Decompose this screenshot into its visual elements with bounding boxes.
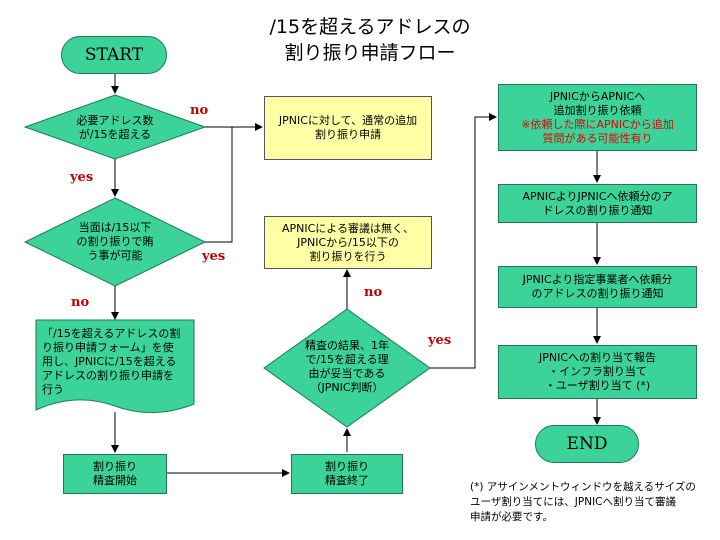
label-yes-2: yes xyxy=(202,249,226,264)
form-line-3: 用し、JPNICに/15を超える xyxy=(42,355,177,368)
decision-3-line-3: 由が妥当である xyxy=(308,367,386,380)
normal-request-line-1: JPNICに対して、通常の追加 xyxy=(278,114,418,127)
jpnic-notify-line-1: JPNICより指定事業者へ依頼分 xyxy=(522,273,673,286)
review-start-box: 割り振り 精査開始 xyxy=(63,454,167,494)
label-no-1: no xyxy=(190,103,209,118)
decision-1-line-1: 必要アドレス数 xyxy=(76,114,154,127)
report-line-3: ・ユーザ割り当て (*) xyxy=(544,379,651,392)
apnic-request-warning-1: ※依頼した際にAPNICから追加 xyxy=(521,117,674,131)
footnote-line-1: (*) アサインメントウィンドウを越えるサイズの xyxy=(470,481,696,493)
title-line-2: 割り振り申請フロー xyxy=(284,42,456,64)
apnic-no-review-box: APNICによる審議は無く、 JPNICから/15以下の 割り振りを行う xyxy=(264,216,432,269)
apnic-no-review-line-2: JPNICから/15以下の xyxy=(297,235,399,249)
decision-diamond-3 xyxy=(263,308,431,428)
footnote: (*) アサインメントウィンドウを越えるサイズの ユーザ割り当てには、JPNIC… xyxy=(470,480,715,525)
review-end-line-2: 精査終了 xyxy=(325,474,369,487)
title-line-1: /15を超えるアドレスの xyxy=(269,16,471,38)
report-line-2: ・インフラ割り当て xyxy=(548,365,647,378)
form-document-shape xyxy=(35,319,195,413)
label-yes-1: yes xyxy=(70,170,94,185)
decision-2-text: 当面は/15以下 の割り振りで賄 う事が可能 xyxy=(50,220,180,264)
apnic-notify-box: APNICよりJPNICへ依頼分のア ドレスの割り振り通知 xyxy=(498,184,697,223)
page-title: /15を超えるアドレスの 割り振り申請フロー xyxy=(200,14,540,66)
decision-3-line-2: で/15を超える理 xyxy=(305,353,389,366)
normal-request-line-2: 割り振り申請 xyxy=(315,128,381,141)
footnote-line-2: ユーザ割り当てには、JPNICへ割り当て審議 xyxy=(470,496,677,508)
apnic-no-review-line-3: 割り振りを行う xyxy=(309,249,387,263)
apnic-request-line-2: 追加割り振り依頼 xyxy=(553,103,642,117)
form-line-2: り振り申請フォーム」を使 xyxy=(42,341,174,354)
review-start-line-1: 割り振り xyxy=(93,460,137,473)
footnote-line-3: 申請が必要です。 xyxy=(470,511,553,523)
apnic-request-box: JPNICからAPNICへ 追加割り振り依頼 ※依頼した際にAPNICから追加 … xyxy=(498,84,697,151)
start-node: START xyxy=(61,36,167,74)
form-line-1: 「/15を超えるアドレスの割 xyxy=(42,327,181,340)
end-node: END xyxy=(535,425,639,463)
report-box: JPNICへの割り当て報告 ・インフラ割り当て ・ユーザ割り当て (*) xyxy=(498,345,697,399)
review-end-box: 割り振り 精査終了 xyxy=(291,454,403,494)
form-request-text: 「/15を超えるアドレスの割 り振り申請フォーム」を使 用し、JPNICに/15… xyxy=(42,326,190,398)
decision-1-text: 必要アドレス数 が/15を超える xyxy=(50,113,180,143)
label-no-3: no xyxy=(364,285,383,300)
label-no-2: no xyxy=(71,295,90,310)
apnic-notify-line-2: ドレスの割り振り通知 xyxy=(542,203,653,217)
jpnic-notify-line-2: のアドレスの割り振り通知 xyxy=(531,287,664,300)
review-start-line-2: 精査開始 xyxy=(93,474,137,487)
decision-2-line-3: う事が可能 xyxy=(87,249,143,262)
label-yes-3: yes xyxy=(428,333,452,348)
apnic-notify-line-1: APNICよりJPNICへ依頼分のア xyxy=(522,189,673,203)
apnic-request-line-1: JPNICからAPNICへ xyxy=(549,89,646,103)
decision-3-text: 精査の結果、1年 で/15を超える理 由が妥当である （JPNIC判断） xyxy=(282,336,412,398)
apnic-no-review-line-1: APNICによる審議は無く、 xyxy=(282,221,414,235)
decision-3-line-1: 精査の結果、1年 xyxy=(305,339,389,352)
jpnic-notify-box: JPNICより指定事業者へ依頼分 のアドレスの割り振り通知 xyxy=(498,266,697,308)
decision-1-line-2: が/15を超える xyxy=(78,128,152,141)
form-line-5: 行う xyxy=(42,383,64,396)
arrow-d3-yes xyxy=(430,113,497,369)
decision-3-line-4: （JPNIC判断） xyxy=(310,381,384,394)
arrow-d2-yes xyxy=(205,127,233,243)
report-line-1: JPNICへの割り当て報告 xyxy=(538,351,657,364)
apnic-request-warning-2: 質問がある可能性有り xyxy=(542,131,653,145)
normal-request-box: JPNICに対して、通常の追加 割り振り申請 xyxy=(264,96,432,160)
decision-2-line-1: 当面は/15以下 xyxy=(78,221,152,234)
decision-2-line-2: の割り振りで賄 xyxy=(76,235,154,248)
form-line-4: アドレスの割り振り申請を xyxy=(42,369,174,382)
review-end-line-1: 割り振り xyxy=(325,460,369,473)
